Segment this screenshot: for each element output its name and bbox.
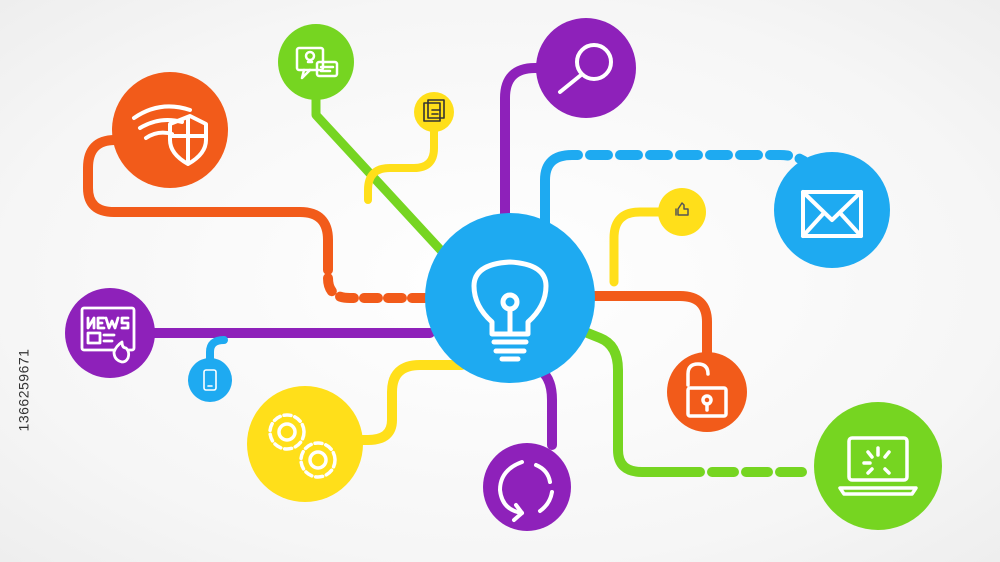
mail-node[interactable] xyxy=(774,152,890,268)
like-node[interactable] xyxy=(658,188,706,236)
magnifier-icon xyxy=(558,43,613,94)
phone-node[interactable] xyxy=(188,358,232,402)
laptop-loading-icon xyxy=(838,436,918,496)
idea-chat-node[interactable] xyxy=(278,24,354,100)
padlock-icon xyxy=(686,362,728,418)
newspaper-fire-icon xyxy=(80,306,136,364)
news-node[interactable] xyxy=(65,288,155,378)
folder-profile-icon xyxy=(423,99,445,122)
connector-blue-mail-solid xyxy=(540,150,583,243)
connector-blue-mail-dashed xyxy=(585,150,823,183)
gears-node[interactable] xyxy=(247,386,363,502)
connector-yellow-gears xyxy=(345,360,467,445)
hub-circle xyxy=(425,213,595,383)
lightbulb-icon xyxy=(471,259,549,362)
search-node[interactable] xyxy=(536,18,636,118)
stock-id-text: 1366259671 xyxy=(15,348,31,432)
gears-icon xyxy=(268,413,337,479)
connector-purple-refresh xyxy=(535,365,557,450)
refresh-icon xyxy=(498,460,554,522)
connector-green-laptop-solid xyxy=(575,325,705,477)
stock-id-watermark: 1366259671 xyxy=(8,320,38,460)
connector-orange-lock xyxy=(585,291,712,377)
phone-icon xyxy=(203,369,217,391)
mail-icon xyxy=(801,190,863,238)
folder-profile-node[interactable] xyxy=(414,92,454,132)
shield-wifi-node[interactable] xyxy=(112,72,228,188)
connector-purple-search xyxy=(500,63,591,243)
connector-yellow-folder xyxy=(364,111,438,204)
connector-yellow-like xyxy=(609,207,687,287)
refresh-node[interactable] xyxy=(483,443,571,531)
shield-wifi-icon xyxy=(132,104,208,166)
connector-orange-newsfilter xyxy=(83,135,333,275)
laptop-node[interactable] xyxy=(814,402,942,530)
thumbs-up-icon xyxy=(675,202,689,216)
idea-chat-icon xyxy=(295,46,339,80)
connector-blue-phone xyxy=(206,336,228,364)
lock-node[interactable] xyxy=(667,352,747,432)
hub-node xyxy=(425,213,595,383)
connector-orange-dashed xyxy=(323,273,430,303)
